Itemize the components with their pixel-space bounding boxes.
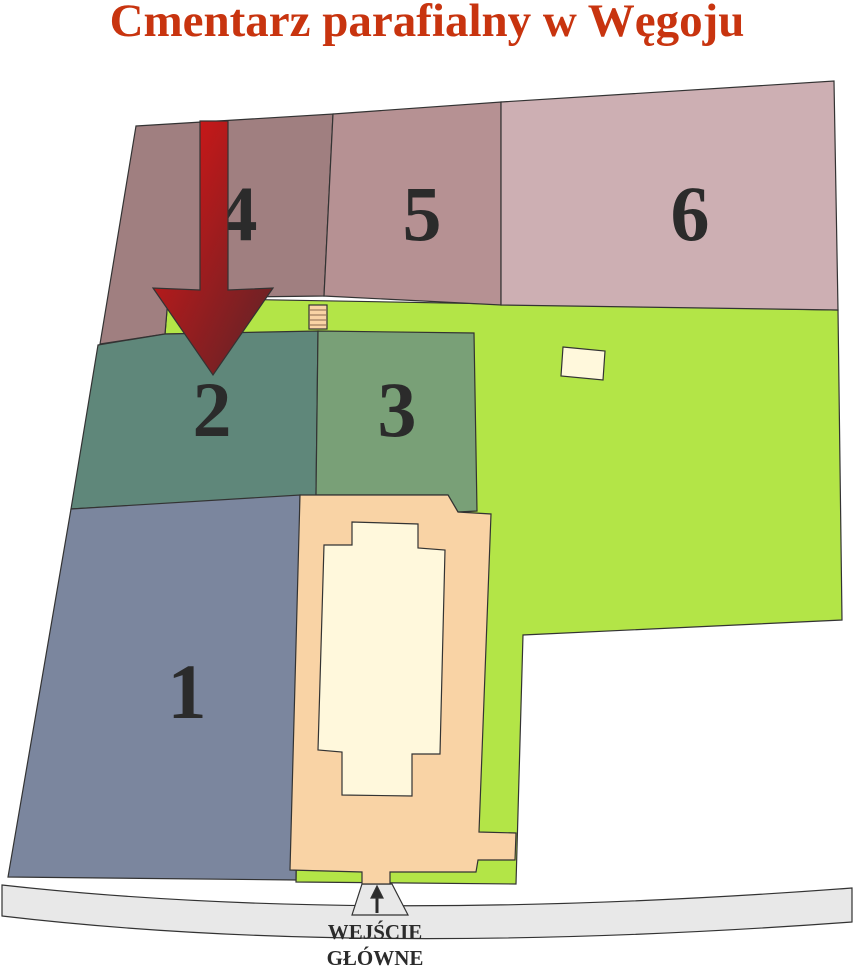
stairs-icon — [308, 304, 328, 330]
section-6[interactable] — [500, 80, 839, 311]
section-label-3: 3 — [378, 366, 417, 453]
section-1[interactable] — [7, 494, 301, 881]
red-arrow-icon — [151, 120, 275, 377]
map-title: Cmentarz parafialny w Węgoju — [110, 0, 745, 47]
church-building — [317, 521, 446, 797]
entrance-arrow-icon — [370, 884, 384, 913]
section-label-6: 6 — [671, 170, 710, 257]
entrance-label-line2: GŁÓWNE — [327, 946, 424, 968]
section-label-2: 2 — [193, 366, 232, 453]
section-label-1: 1 — [168, 648, 207, 735]
entrance-path — [351, 883, 409, 916]
section-label-5: 5 — [403, 170, 442, 257]
entrance-label-line1: WEJŚCIE — [328, 920, 423, 944]
road — [1, 884, 853, 940]
small-building — [560, 346, 606, 381]
